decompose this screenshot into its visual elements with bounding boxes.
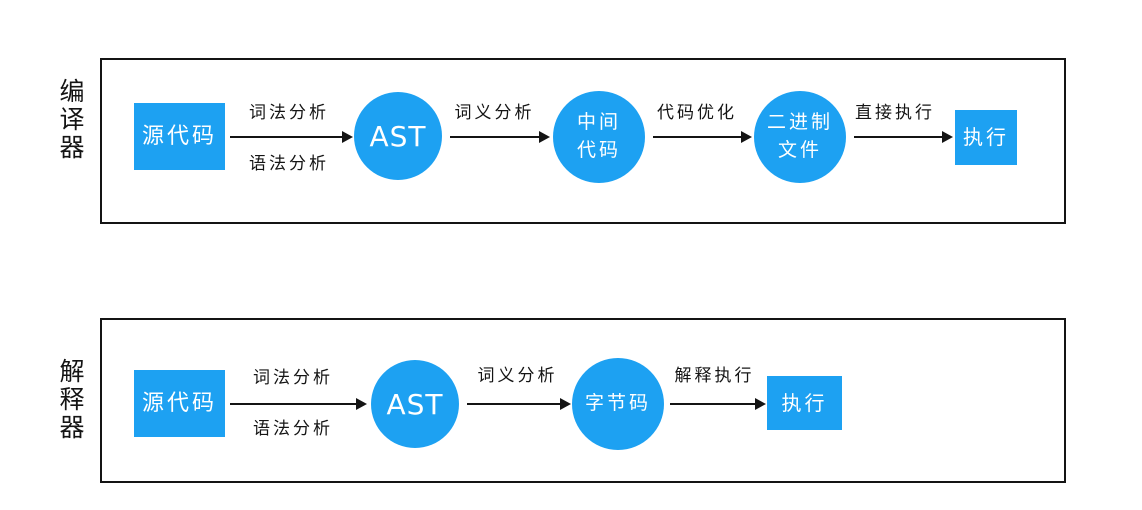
arrow-label-semantic-analysis: 词义分析 [477,366,558,386]
arrow-label-syntax-analysis: 语法分析 [253,419,333,439]
flow-arrow [230,131,353,143]
node-intermediate-code: 中间 代码 [553,91,645,183]
arrow-label-lexical-analysis: 词法分析 [249,103,329,123]
node-execute: 执行 [767,376,842,430]
section-label-compiler: 编译器 [56,78,85,162]
arrow-label-semantic-analysis: 词义分析 [454,103,535,123]
flow-arrow [450,131,550,143]
section-label-interpreter: 解释器 [56,358,85,442]
flow-arrow [854,131,953,143]
arrow-label-syntax-analysis: 语法分析 [249,154,329,174]
node-label: 执行 [781,390,828,415]
node-label: 源代码 [141,123,217,149]
node-label: 源代码 [141,390,217,416]
node-label: AST [369,119,427,153]
node-execute: 执行 [955,110,1017,165]
node-ast: AST [354,92,442,180]
arrow-label-code-optimization: 代码优化 [657,103,737,123]
node-binary-file: 二进制 文件 [754,91,846,183]
interpreter-panel: 源代码 词法分析 语法分析 AST 词义分析 字节码 解释执行 执行 [100,318,1066,483]
node-bytecode: 字节码 [572,358,664,450]
arrow-label-lexical-analysis: 词法分析 [253,368,333,388]
arrow-label-direct-execution: 直接执行 [855,103,935,123]
node-label: 中间 代码 [576,111,621,161]
node-ast: AST [371,360,459,448]
node-source-code: 源代码 [134,370,225,437]
flow-arrow [467,398,571,410]
node-label: 字节码 [584,392,651,415]
flow-arrow [670,398,766,410]
node-source-code: 源代码 [134,103,225,170]
compiler-panel: 源代码 词法分析 语法分析 AST 词义分析 中间 代码 代码优化 二进制 文件… [100,58,1066,224]
arrow-label-interpret-execution: 解释执行 [674,366,755,386]
node-label: AST [386,387,444,421]
flow-arrow [653,131,752,143]
node-label: 二进制 文件 [766,111,833,161]
flow-arrow [230,398,367,410]
node-label: 执行 [963,125,1009,149]
